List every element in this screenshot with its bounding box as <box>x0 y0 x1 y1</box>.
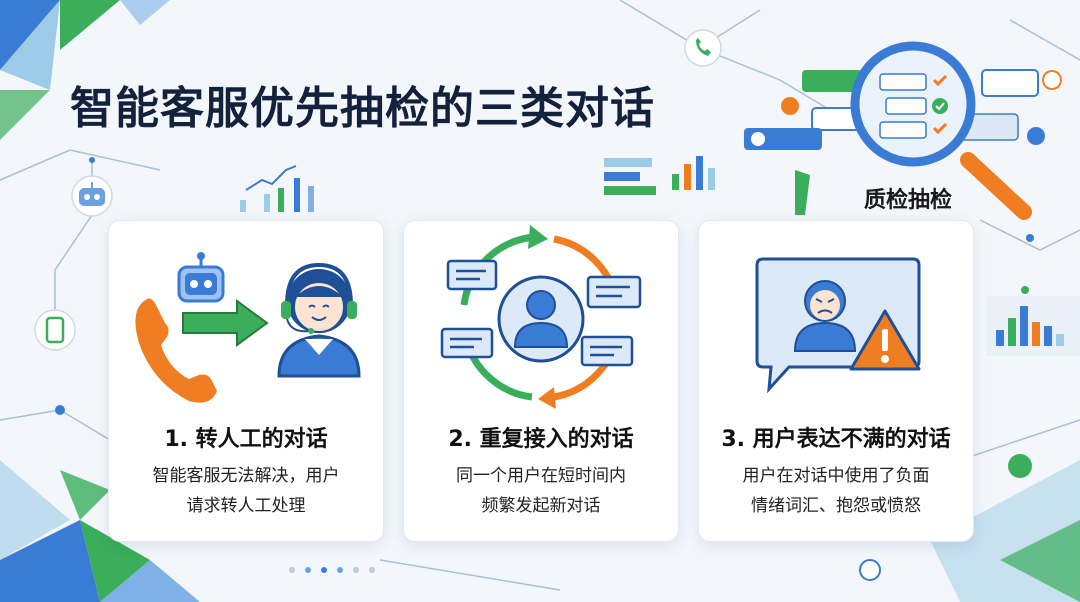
user-icon <box>497 275 585 363</box>
card-title: 2. 重复接入的对话 <box>448 427 634 452</box>
angry-user-icon <box>793 280 857 352</box>
card-transfer-human: 1. 转人工的对话 智能客服无法解决，用户 请求转人工处理 <box>108 220 384 542</box>
card-title: 3. 用户表达不满的对话 <box>721 427 951 452</box>
bar-chart-icon <box>986 286 1080 356</box>
trend-chart-icon <box>240 165 314 212</box>
card-dissatisfied: 3. 用户表达不满的对话 用户在对话中使用了负面 情绪词汇、抱怨或愤怒 <box>698 220 974 542</box>
card-repeat-access: 2. 重复接入的对话 同一个用户在短时间内 频繁发起新对话 <box>403 220 679 542</box>
card3-illustration <box>755 257 921 394</box>
review-bubbles-icon <box>744 69 1062 150</box>
card-description: 同一个用户在短时间内 频繁发起新对话 <box>456 466 626 516</box>
card-description: 用户在对话中使用了负面 情绪词汇、抱怨或愤怒 <box>742 466 930 516</box>
card-description: 智能客服无法解决，用户 请求转人工处理 <box>152 466 340 516</box>
robot-badge-icon <box>71 175 113 217</box>
arrow-right-icon <box>182 299 269 347</box>
card2-illustration <box>440 225 642 409</box>
card-title: 1. 转人工的对话 <box>164 427 328 452</box>
pagination-dots <box>289 567 375 573</box>
phone-icon <box>135 298 217 403</box>
chat-bubble-icon <box>440 259 642 367</box>
page-title: 智能客服优先抽检的三类对话 <box>70 83 655 134</box>
qc-label: 质检抽检 <box>864 188 953 213</box>
magnifier-icon <box>850 41 1032 220</box>
list-chart-icon <box>604 156 715 195</box>
phone-badge-icon <box>684 29 722 67</box>
warning-icon <box>849 309 921 371</box>
agent-headset-icon <box>277 262 361 378</box>
robot-icon <box>177 252 225 303</box>
card1-illustration <box>135 252 361 403</box>
